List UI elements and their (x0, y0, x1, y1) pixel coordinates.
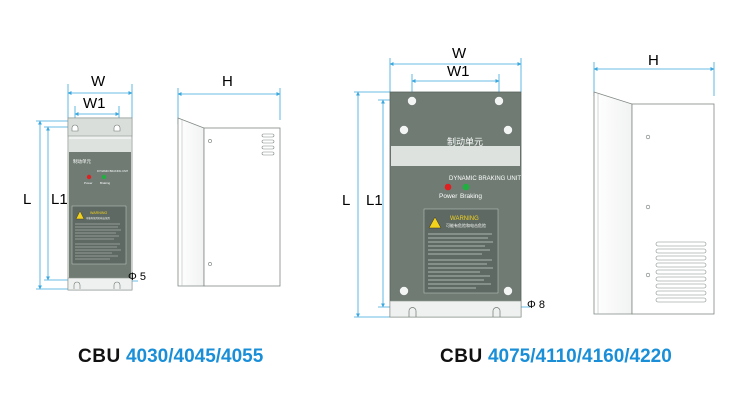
large-bottom-slot-right (492, 307, 501, 317)
large-dim-l: L (342, 192, 350, 209)
small-side-body (203, 127, 281, 287)
large-screw-mid-right (503, 125, 513, 135)
small-bottom-slot-right (113, 281, 121, 289)
large-side-vents (655, 241, 707, 303)
large-dim-h: H (648, 52, 659, 69)
large-panel-stripe (391, 146, 520, 166)
large-panel-subtitle: DYNAMIC BRAKING UNIT (449, 176, 521, 182)
small-bottom-bracket (67, 277, 133, 291)
large-braking-led (462, 183, 470, 191)
small-mount-slot-right (113, 124, 121, 132)
small-warning-text-lines (75, 223, 121, 260)
large-side-flange (593, 91, 633, 315)
small-unit-caption: CBU 4030/4045/4055 (78, 346, 263, 368)
large-caption-models: 4075/4110/4160/4220 (487, 346, 672, 367)
small-warning-label (71, 205, 127, 265)
large-warning-sub: 可能有危险和电击危险 (446, 222, 486, 228)
large-bottom-bracket (389, 300, 522, 318)
small-power-label: Power (84, 181, 93, 185)
small-panel-stripe (69, 139, 131, 152)
large-dim-w1: W1 (447, 63, 470, 80)
large-dim-w: W (452, 45, 467, 62)
small-dim-w: W (91, 73, 106, 90)
small-dim-h: H (222, 73, 233, 90)
small-bottom-slot-left (73, 281, 81, 289)
small-side-vents (261, 133, 275, 156)
small-warning-title: WARNING (90, 211, 107, 215)
large-screw-top-right (494, 96, 504, 106)
large-bottom-slot-left (408, 307, 417, 317)
large-dim-l1: L1 (366, 192, 383, 209)
large-dim-hole: Φ 8 (527, 299, 545, 311)
small-unit-front-view: 制动单元 DYNAMIC BRAKING UNIT Power Braking … (23, 73, 146, 291)
small-braking-label: Braking (100, 181, 111, 185)
small-caption-models: 4030/4045/4055 (125, 346, 264, 367)
small-dim-hole: Φ 5 (128, 271, 146, 283)
small-warning-sub: 可能有危险和电击危险 (86, 216, 111, 220)
small-caption-prefix: CBU (78, 346, 121, 367)
large-side-dimension (593, 62, 715, 96)
small-power-led (86, 174, 92, 180)
small-panel-subtitle: DYNAMIC BRAKING UNIT (97, 169, 129, 173)
large-unit-caption: CBU 4075/4110/4160/4220 (440, 346, 672, 368)
small-dim-w1: W1 (83, 95, 106, 112)
large-warning-text-lines (428, 233, 493, 289)
large-warning-icon (428, 216, 442, 229)
large-dimension-lines (354, 58, 530, 318)
large-screw-bottom-left (399, 286, 409, 296)
small-mount-slot-left (71, 124, 79, 132)
large-braking-label: Braking (460, 193, 482, 200)
small-braking-led (101, 174, 107, 180)
large-power-label: Power (439, 193, 458, 200)
small-top-bracket (67, 117, 133, 137)
small-dim-l1: L1 (51, 191, 68, 208)
large-side-body (631, 103, 715, 315)
small-unit-side-view: H (177, 73, 281, 287)
large-screw-mid-left (399, 125, 409, 135)
large-unit-front-view: 制动单元 DYNAMIC BRAKING UNIT Power Braking … (342, 45, 545, 318)
large-screw-top-left (407, 96, 417, 106)
large-warning-title: WARNING (450, 216, 479, 222)
large-unit-side-view: H (593, 52, 715, 315)
large-power-led (444, 183, 452, 191)
large-panel-title: 制动单元 (447, 136, 483, 147)
small-panel-title: 制动单元 (73, 158, 91, 165)
small-side-dimension (177, 88, 281, 124)
small-dim-l: L (23, 191, 31, 208)
large-caption-prefix: CBU (440, 346, 483, 367)
large-screw-bottom-right (503, 286, 513, 296)
small-warning-icon (75, 210, 85, 220)
